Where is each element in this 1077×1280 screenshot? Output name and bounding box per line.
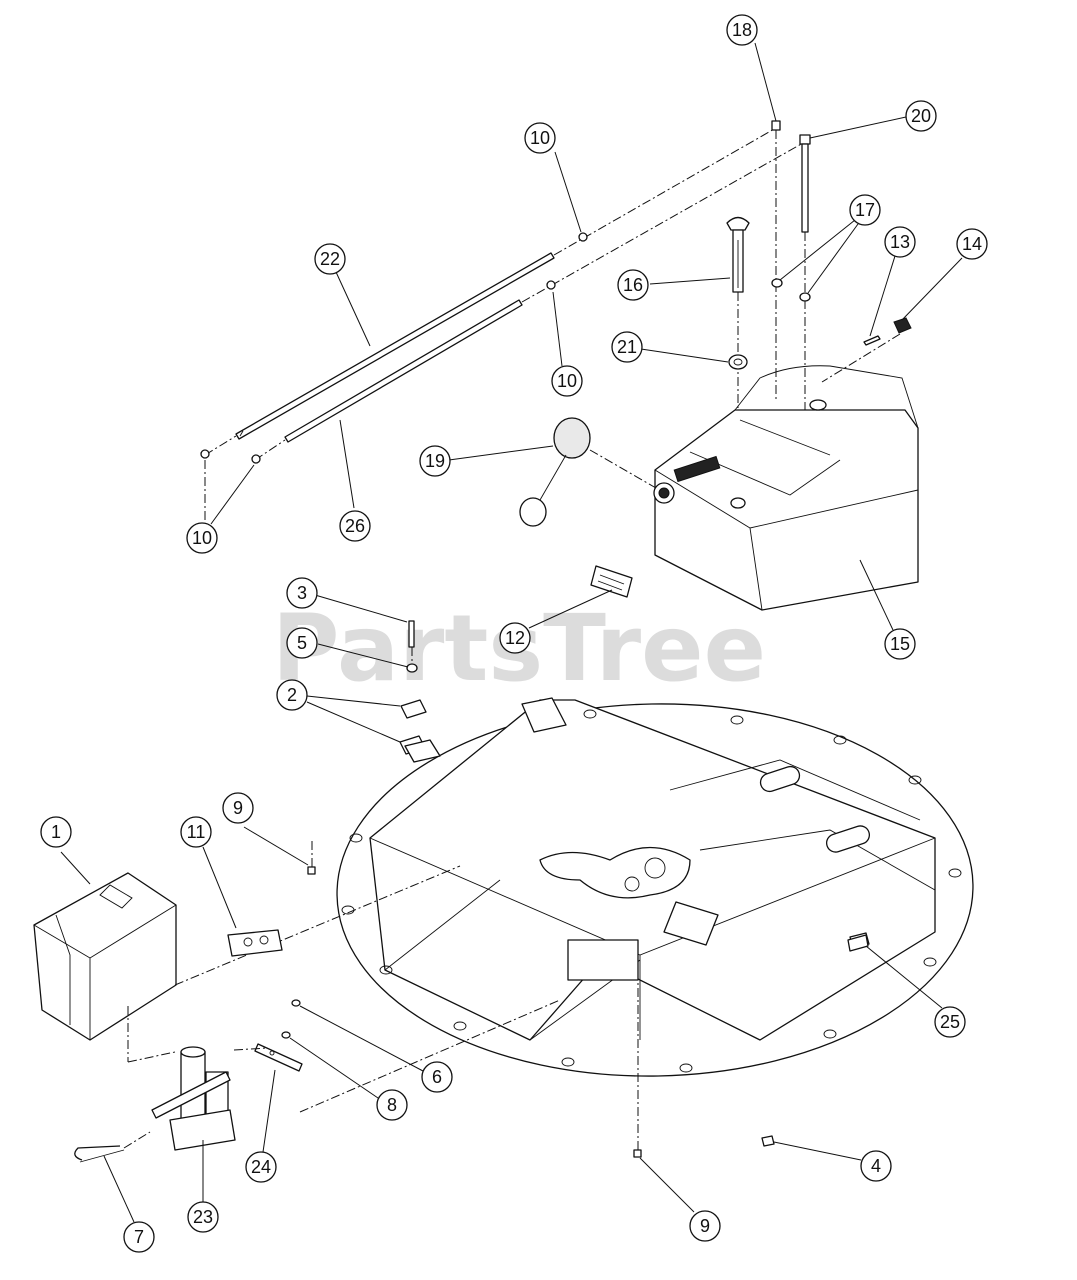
clip-13[interactable] (863, 335, 881, 346)
callout-3[interactable]: 3 (286, 577, 318, 609)
callout-label: 10 (557, 371, 577, 391)
pump-23[interactable] (151, 1046, 269, 1151)
nuts-10[interactable] (200, 232, 588, 464)
callout-label: 9 (233, 798, 243, 818)
callout-10[interactable]: 10 (186, 522, 218, 554)
callout-label: 14 (962, 234, 982, 254)
rod-26[interactable] (284, 299, 523, 443)
fitting-4[interactable] (761, 1135, 775, 1147)
callout-9[interactable]: 9 (689, 1210, 721, 1242)
callout-label: 17 (855, 200, 875, 220)
callout-12[interactable]: 12 (499, 622, 531, 654)
callout-10[interactable]: 10 (524, 122, 556, 154)
callout-label: 11 (187, 822, 206, 842)
callout-26[interactable]: 26 (339, 510, 371, 542)
callout-label: 25 (940, 1012, 960, 1032)
callout-label: 6 (432, 1067, 442, 1087)
callout-label: 15 (890, 634, 910, 654)
washers-17[interactable] (771, 278, 811, 302)
callout-15[interactable]: 15 (884, 628, 916, 660)
callout-label: 18 (732, 20, 752, 40)
plate-25[interactable] (847, 934, 869, 952)
callout-14[interactable]: 14 (956, 228, 988, 260)
callout-19[interactable]: 19 (419, 445, 451, 477)
gauge-19[interactable] (519, 417, 657, 527)
callout-11[interactable]: 11 (180, 816, 212, 848)
decal-11[interactable] (227, 929, 283, 957)
callout-label: 12 (505, 628, 525, 648)
callout-label: 8 (387, 1095, 397, 1115)
callout-9[interactable]: 9 (222, 792, 254, 824)
callout-label: 9 (700, 1216, 710, 1236)
callout-label: 26 (345, 516, 365, 536)
callout-16[interactable]: 16 (617, 269, 649, 301)
callout-2[interactable]: 2 (276, 679, 308, 711)
bolt-20[interactable] (799, 134, 811, 420)
washer-8[interactable] (281, 1031, 291, 1039)
callout-10[interactable]: 10 (551, 365, 583, 397)
callout-label: 2 (287, 685, 297, 705)
callout-label: 21 (617, 337, 637, 357)
callout-label: 4 (871, 1156, 881, 1176)
callout-1[interactable]: 1 (40, 816, 72, 848)
callout-label: 3 (297, 583, 307, 603)
callout-label: 22 (320, 249, 340, 269)
callout-13[interactable]: 13 (884, 226, 916, 258)
nuts-9[interactable] (307, 840, 642, 1158)
callout-label: 5 (297, 633, 307, 653)
callout-7[interactable]: 7 (123, 1221, 155, 1253)
callout-17[interactable]: 17 (849, 194, 881, 226)
callout-label: 20 (911, 106, 931, 126)
pin-7[interactable] (74, 1131, 151, 1163)
leader-lines (60, 42, 963, 1223)
callouts: 18 20 10 17 13 14 22 16 21 10 19 10 26 3… (40, 14, 988, 1253)
battery-box-1[interactable] (33, 865, 461, 1063)
washer-5[interactable] (406, 663, 418, 673)
bolt-16[interactable] (726, 216, 750, 501)
decal-12[interactable] (590, 565, 633, 598)
screw-3[interactable] (408, 620, 415, 662)
callout-label: 13 (890, 232, 910, 252)
callout-4[interactable]: 4 (860, 1150, 892, 1182)
callout-label: 7 (134, 1227, 144, 1247)
callout-label: 16 (623, 275, 643, 295)
callout-25[interactable]: 25 (934, 1006, 966, 1038)
callout-5[interactable]: 5 (286, 627, 318, 659)
callout-label: 1 (51, 822, 61, 842)
watermark: PartsTree ™ (272, 595, 792, 702)
callout-label: 10 (192, 528, 212, 548)
washer-21[interactable] (728, 354, 748, 370)
deck-frame[interactable] (334, 697, 976, 1082)
callout-18[interactable]: 18 (726, 14, 758, 46)
callout-21[interactable]: 21 (611, 331, 643, 363)
callout-24[interactable]: 24 (245, 1151, 277, 1183)
callout-20[interactable]: 20 (905, 100, 937, 132)
bolt-18[interactable] (771, 120, 781, 400)
rod-22[interactable] (235, 252, 555, 440)
fuel-tank-15[interactable] (653, 365, 919, 611)
callout-6[interactable]: 6 (421, 1061, 453, 1093)
callout-label: 10 (530, 128, 550, 148)
callout-label: 19 (425, 451, 445, 471)
callout-22[interactable]: 22 (314, 243, 346, 275)
rod-axis-lines (204, 127, 804, 530)
callout-23[interactable]: 23 (187, 1201, 219, 1233)
callout-label: 23 (193, 1207, 213, 1227)
callout-8[interactable]: 8 (376, 1089, 408, 1121)
washer-6[interactable] (291, 999, 301, 1007)
callout-label: 24 (251, 1157, 271, 1177)
